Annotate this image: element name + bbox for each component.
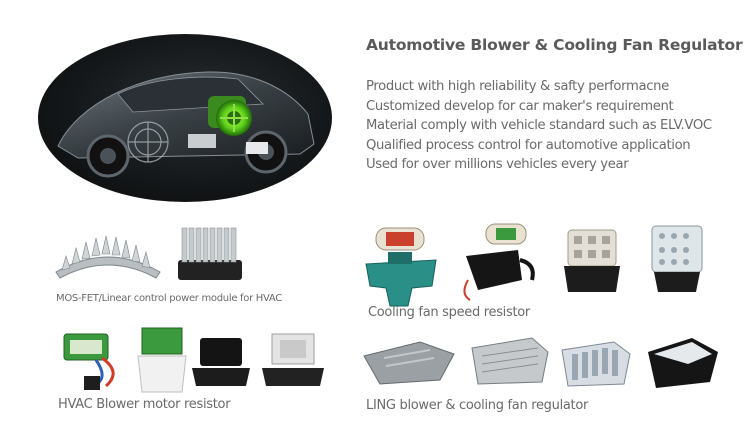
- car-cutaway-drawing: [57, 71, 315, 178]
- car-cutaway-illustration: [38, 34, 332, 202]
- resistor-on-dark-heatsink-icon: [260, 330, 326, 390]
- feature-item: Qualified process control for automotive…: [366, 137, 691, 153]
- heatsink-module-block-icon: [174, 222, 246, 286]
- grey-blower-regulator-icon: [360, 336, 458, 388]
- hvac-resistor-with-harness-icon: [52, 328, 130, 392]
- hvac-resistor-with-connector-icon: [136, 322, 188, 396]
- ling-blower-caption: LING blower & cooling fan regulator: [366, 398, 589, 413]
- black-resistor-block-icon: [190, 334, 252, 390]
- black-cooling-fan-resistor-icon: [456, 220, 540, 302]
- blue-finned-regulator-icon: [556, 336, 634, 390]
- feature-item: Product with high reliability & safty pe…: [366, 79, 669, 94]
- ceramic-resistor-black-base-icon: [556, 222, 628, 298]
- feature-list: Product with high reliability & safty pe…: [366, 77, 712, 175]
- black-box-regulator-icon: [642, 332, 722, 392]
- hvac-blower-caption: HVAC Blower motor resistor: [58, 397, 231, 412]
- feature-item: Customized develop for car maker's requi…: [366, 98, 674, 114]
- page-title: Automotive Blower & Cooling Fan Regulato…: [366, 36, 743, 54]
- feature-item: Used for over millions vehicles every ye…: [366, 157, 629, 172]
- power-module-caption: MOS-FET/Linear control power module for …: [56, 293, 282, 304]
- teal-cooling-fan-resistor-icon: [362, 222, 440, 308]
- cooling-fan-caption: Cooling fan speed resistor: [368, 305, 530, 320]
- feature-item: Material comply with vehicle standard su…: [366, 118, 712, 133]
- heatsink-module-fins-icon: [52, 228, 164, 280]
- ceramic-resistor-cage-icon: [644, 222, 710, 296]
- silver-finned-regulator-icon: [466, 332, 552, 390]
